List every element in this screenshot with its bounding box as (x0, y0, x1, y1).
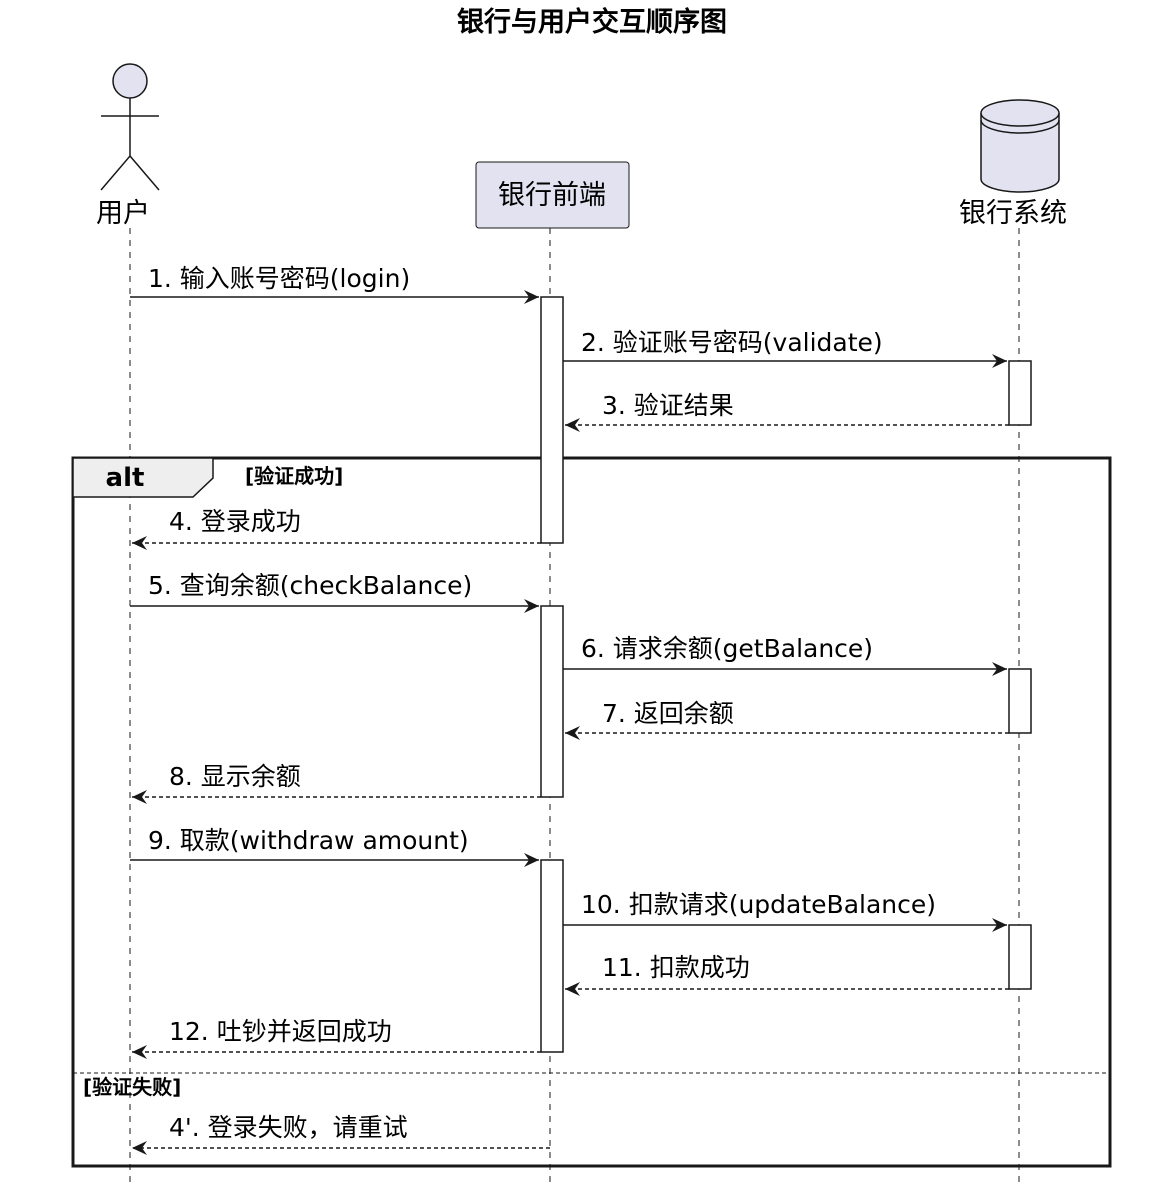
message-label: 1. 输入账号密码(login) (148, 264, 410, 293)
message-label: 5. 查询余额(checkBalance) (148, 571, 472, 600)
actor-icon (100, 63, 160, 191)
message-label: 10. 扣款请求(updateBalance) (581, 890, 936, 919)
message-label: 11. 扣款成功 (602, 953, 750, 982)
message-label: 2. 验证账号密码(validate) (581, 328, 883, 357)
message-label: 12. 吐钞并返回成功 (169, 1017, 392, 1046)
database-icon (980, 99, 1060, 193)
participant-box-frontend (475, 161, 630, 229)
participant-label-frontend: 银行前端 (498, 180, 606, 211)
message-label: 6. 请求余额(getBalance) (581, 634, 873, 663)
message-label: 3. 验证结果 (602, 391, 734, 420)
alt-keyword: alt (106, 463, 145, 493)
activation-bar-frontend (540, 859, 564, 1053)
message-label: 8. 显示余额 (169, 762, 301, 791)
participant-label-user: 用户 (96, 198, 150, 229)
activation-bar-frontend (540, 605, 564, 798)
diagram-title: 银行与用户交互顺序图 (457, 6, 727, 38)
message-label: 4'. 登录失败，请重试 (169, 1113, 408, 1142)
activation-bar-system (1008, 924, 1032, 990)
alt-fragment: alt [验证成功] [验证失败] (71, 456, 1112, 1168)
message-label: 9. 取款(withdraw amount) (148, 826, 469, 855)
alt-guard-failure: [验证失败] (83, 1075, 181, 1099)
activation-bar-system (1008, 360, 1032, 426)
activation-bar-frontend (540, 296, 564, 544)
activation-bar-system (1008, 668, 1032, 734)
participant-label-system: 银行系统 (959, 198, 1067, 229)
alt-guard-success: [验证成功] (245, 464, 343, 488)
message-label: 4. 登录成功 (169, 507, 301, 536)
message-label: 7. 返回余额 (602, 699, 734, 728)
